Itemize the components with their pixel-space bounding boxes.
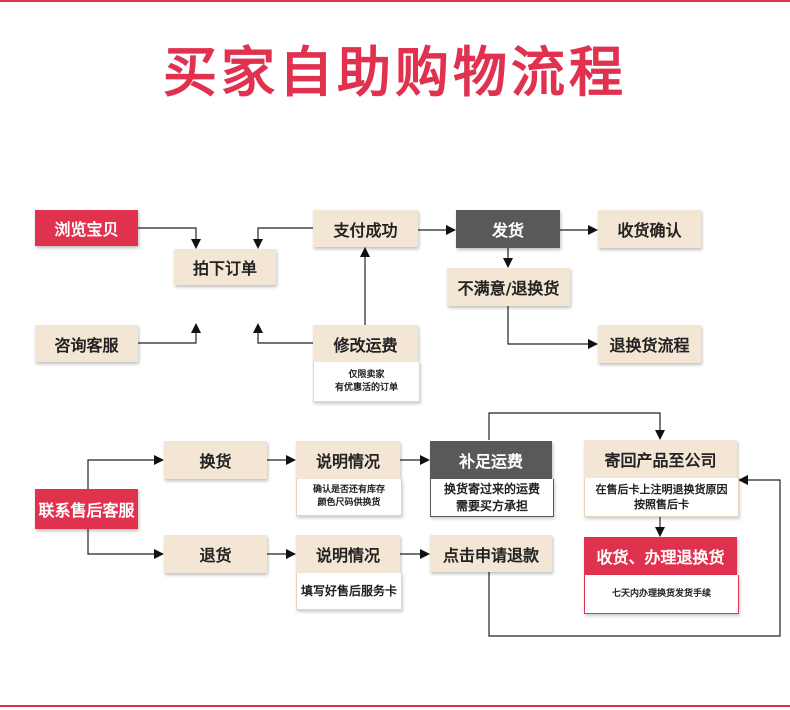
- modify-fee-box: 修改运费: [313, 325, 418, 362]
- confirm-box: 收货确认: [598, 210, 701, 248]
- pay-box: 支付成功: [313, 210, 418, 247]
- arrow-addfee-sendback: [488, 412, 665, 440]
- explain-box-1: 说明情况: [296, 441, 400, 479]
- return-flow-box: 退换货流程: [598, 325, 701, 363]
- bottom-border: [0, 705, 790, 707]
- modify-note-line2: 有优惠活的订单: [334, 382, 398, 393]
- modify-note-line1: 仅限卖家: [348, 369, 385, 380]
- browse-box: 浏览宝贝: [35, 210, 138, 246]
- arrow-contact-exchange: [87, 455, 164, 489]
- arrow-unhappy-return: [507, 306, 598, 349]
- arrow-consult-order: [138, 323, 201, 344]
- explain2-note-line: 填写好售后服务卡: [300, 583, 397, 598]
- order-box: 拍下订单: [174, 249, 276, 285]
- explain-box-2: 说明情况: [296, 535, 400, 573]
- apply-refund-box: 点击申请退款: [430, 535, 552, 572]
- explain-note-1: 确认是否还有库存 颜色尺码供换货: [296, 479, 402, 516]
- consult-box: 咨询客服: [35, 325, 138, 362]
- arrow-contact-refund: [87, 529, 164, 559]
- refund-box: 退货: [164, 535, 267, 573]
- send-back-box: 寄回产品至公司: [584, 440, 737, 478]
- arrow-browse-order: [138, 227, 201, 249]
- add-fee-box: 补足运费: [430, 441, 552, 479]
- page-title: 买家自助购物流程: [163, 41, 627, 104]
- process-note-line: 七天内办理换货发货手续: [611, 588, 711, 599]
- modify-fee-note: 仅限卖家 有优惠活的订单: [313, 362, 420, 402]
- arrow-pay-order: [253, 227, 313, 249]
- add-fee-note-line2: 需要买方承担: [455, 498, 528, 513]
- top-border: [0, 0, 790, 2]
- unhappy-box: 不满意/退换货: [447, 268, 570, 306]
- explain1-note-line2: 颜色尺码供换货: [317, 498, 381, 508]
- explain1-note-line1: 确认是否还有库存: [312, 485, 385, 495]
- add-fee-note: 换货寄过来的运费 需要买方承担: [430, 479, 554, 517]
- contact-service-box: 联系售后客服: [35, 489, 138, 529]
- add-fee-note-line1: 换货寄过来的运费: [443, 481, 540, 496]
- send-back-note-line2: 按照售后卡: [634, 498, 689, 511]
- process-box: 收货、办理退换货: [584, 537, 737, 575]
- ship-box: 发货: [456, 210, 560, 248]
- explain-note-2: 填写好售后服务卡: [296, 573, 402, 610]
- send-back-note: 在售后卡上注明退换货原因 按照售后卡: [584, 478, 739, 517]
- process-note: 七天内办理换货发货手续: [584, 575, 739, 614]
- send-back-note-line1: 在售后卡上注明退换货原因: [595, 483, 728, 496]
- arrow-apply-sendback: [488, 475, 781, 637]
- exchange-box: 换货: [164, 441, 267, 479]
- arrow-modify-order: [253, 323, 313, 344]
